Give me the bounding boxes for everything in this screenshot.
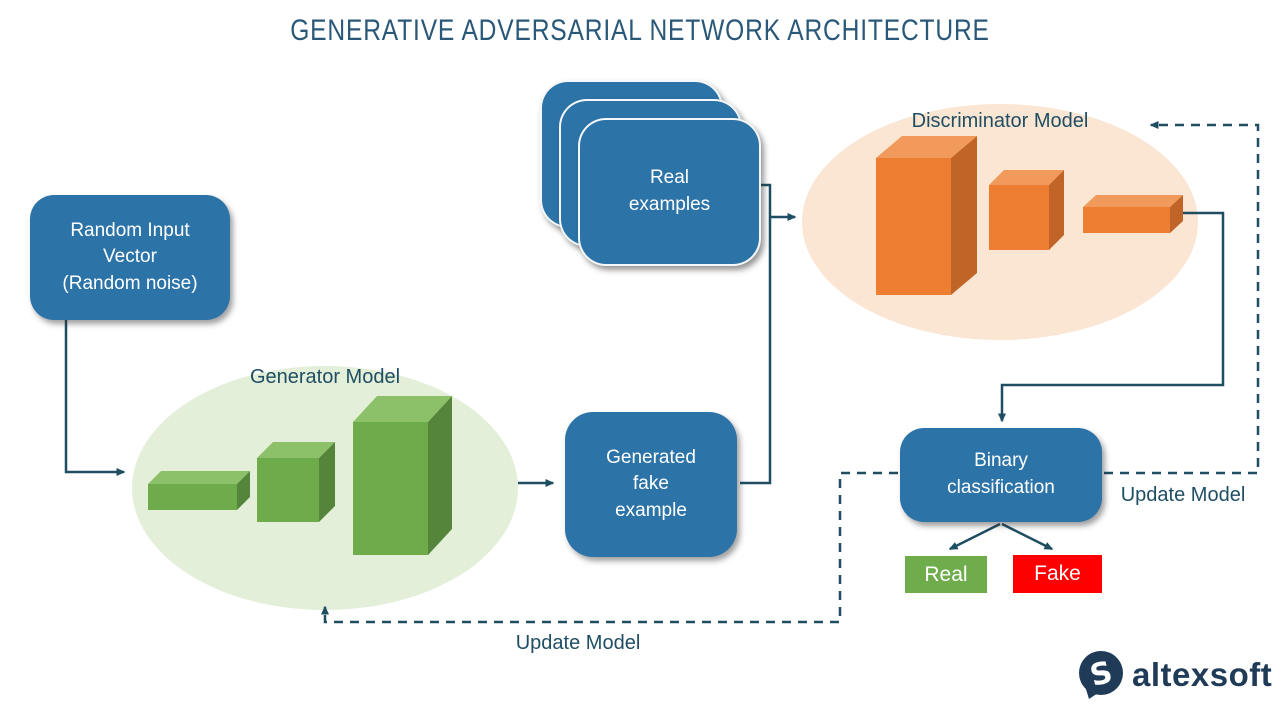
update-model-discriminator-label: Update Model	[1120, 484, 1246, 506]
edge-update-generator	[321, 471, 898, 624]
generated-fake-example-node: Generated fake example	[565, 412, 737, 557]
discriminator-model-label: Discriminator Model	[911, 110, 1089, 132]
edge-binary-to-real	[948, 522, 1001, 551]
edge-binary-to-fake	[1001, 522, 1054, 551]
page-title: GENERATIVE ADVERSARIAL NETWORK ARCHITECT…	[290, 14, 990, 47]
generator-layer-bars	[148, 396, 452, 555]
real-examples-node: Real examples	[578, 118, 761, 266]
binary-classification-node: Binary classification	[900, 428, 1102, 522]
altexsoft-logo: S altexsoft	[1076, 650, 1272, 700]
generator-model-label: Generator Model	[249, 366, 401, 388]
altexsoft-logo-icon: S	[1079, 651, 1123, 699]
edge-real-and-fake-join	[740, 183, 772, 485]
fake-output-badge: Fake	[1013, 555, 1102, 593]
random-input-vector-node: Random Input Vector (Random noise)	[30, 195, 230, 320]
edge-random-to-generator	[64, 320, 126, 476]
real-output-badge: Real	[905, 556, 987, 593]
edge-update-discriminator	[1104, 121, 1260, 475]
edge-discriminator-to-binary	[998, 211, 1225, 423]
discriminator-layer-bars	[876, 136, 1183, 295]
update-model-generator-label: Update Model	[515, 632, 641, 654]
altexsoft-logo-text: altexsoft	[1132, 656, 1273, 693]
